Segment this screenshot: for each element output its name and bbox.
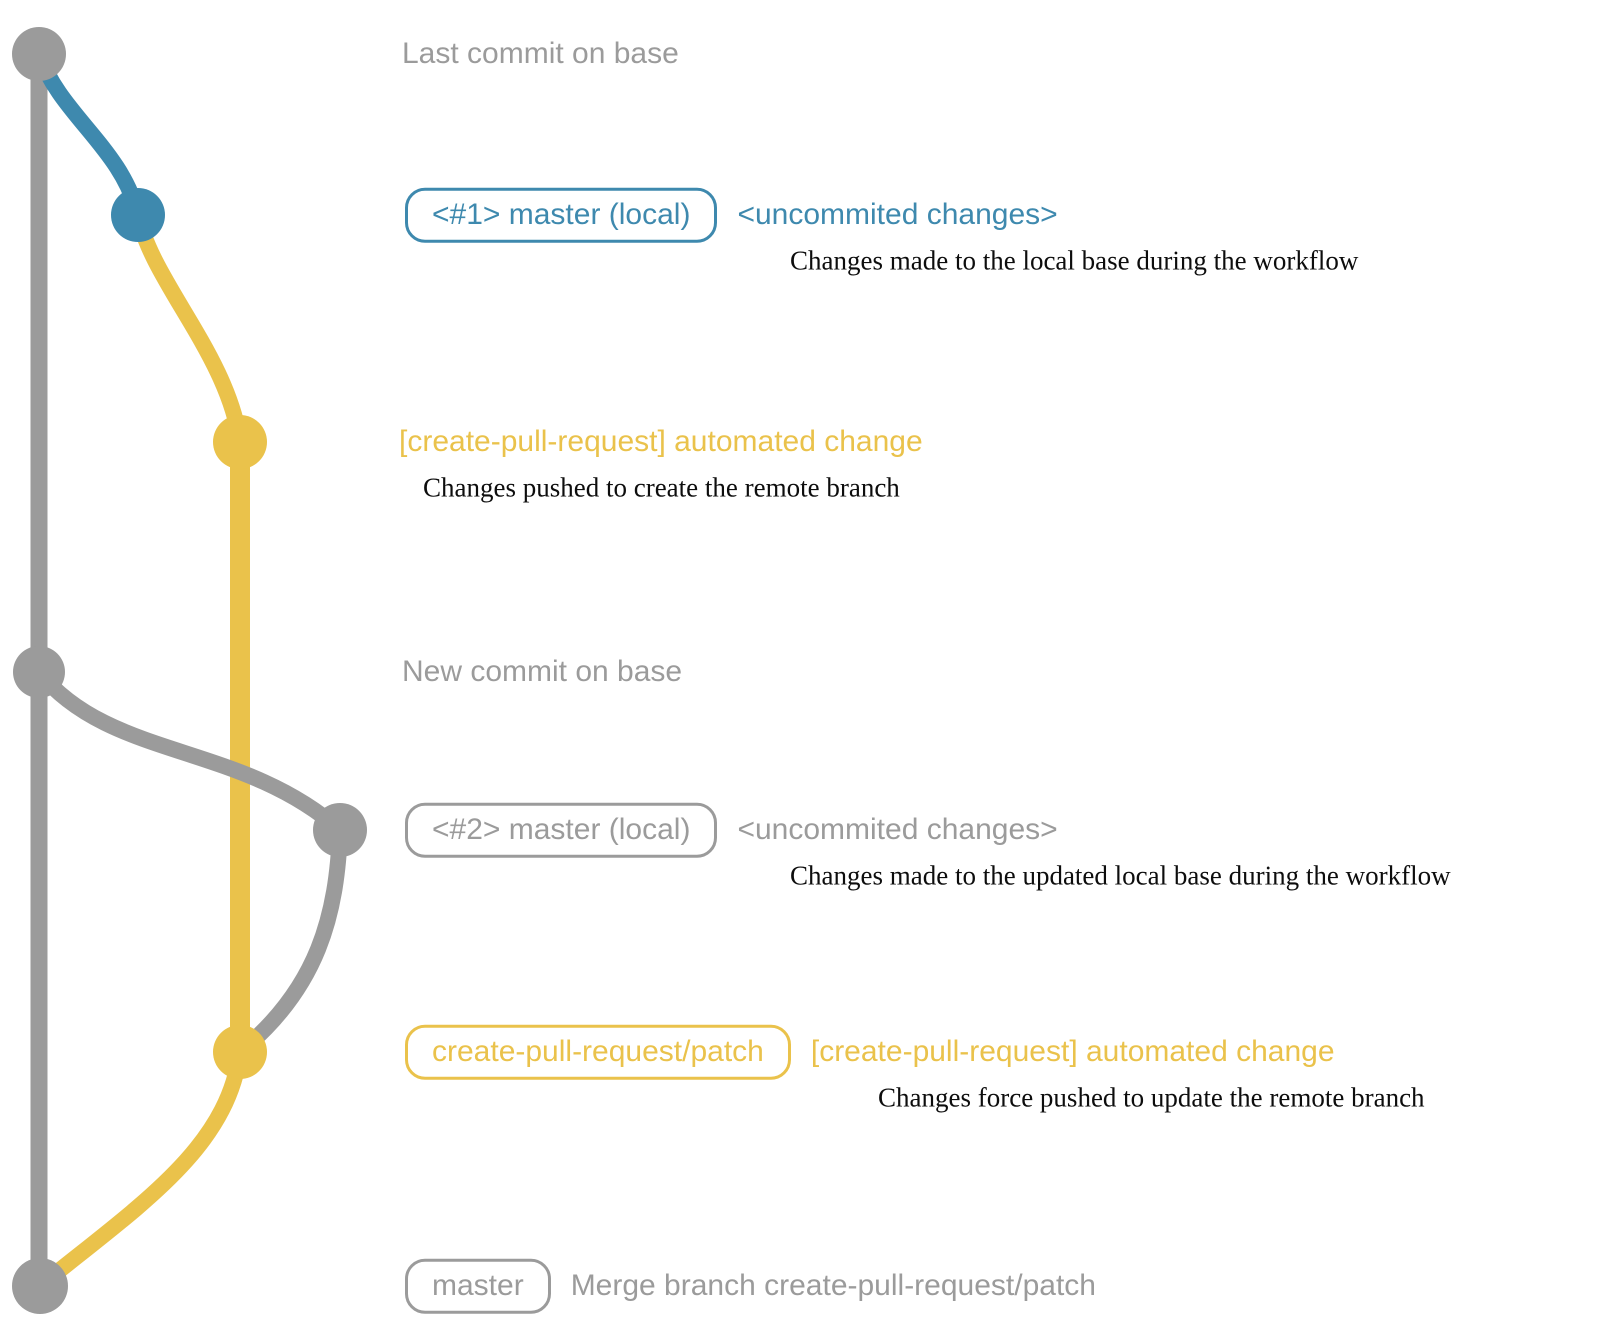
uncommitted-changes-label-2: <uncommited changes>: [737, 813, 1058, 846]
commit-1-description: Changes made to the local base during th…: [790, 245, 1359, 276]
push-1-description: Changes pushed to create the remote bran…: [423, 472, 900, 503]
commit-dot-last-base: [12, 27, 66, 81]
commit-dot-local-1: [111, 188, 165, 242]
merge-message-label: Merge branch create-pull-request/patch: [570, 1269, 1096, 1302]
row-commit-1: <#1> master (local) <uncommited changes>: [405, 187, 1058, 243]
edge-local-branch: [31, 51, 146, 218]
badge-master: master: [405, 1258, 551, 1314]
commit-dot-new-base: [13, 646, 65, 698]
edge-force-push: [234, 829, 348, 1059]
badge-master-local-2: <#2> master (local): [405, 802, 718, 858]
row-new-commit: New commit on base: [402, 655, 682, 689]
edge-updated-local-branch: [32, 666, 346, 837]
uncommitted-changes-label-1: <uncommited changes>: [737, 198, 1058, 231]
new-commit-label: New commit on base: [402, 655, 683, 688]
edge-merge-patch: [34, 1050, 248, 1293]
badge-master-local-1: <#1> master (local): [405, 187, 718, 243]
push-2-description: Changes force pushed to update the remot…: [878, 1082, 1425, 1113]
commit-2-description: Changes made to the updated local base d…: [790, 860, 1451, 891]
commit-dot-patch-1: [213, 415, 267, 469]
row-commit-2: <#2> master (local) <uncommited changes>: [405, 802, 1058, 858]
edge-patch-branch-create: [130, 213, 248, 444]
row-push-1: [create-pull-request] automated change: [399, 425, 923, 459]
commit-dot-patch-2: [213, 1025, 267, 1079]
commit-dot-local-2: [313, 803, 367, 857]
row-last-commit: Last commit on base: [402, 37, 679, 71]
row-push-2: create-pull-request/patch [create-pull-r…: [405, 1024, 1335, 1080]
automated-change-label-2: [create-pull-request] automated change: [810, 1035, 1335, 1068]
badge-patch-branch: create-pull-request/patch: [405, 1024, 791, 1080]
automated-change-label-1: [create-pull-request] automated change: [399, 425, 923, 458]
last-commit-label: Last commit on base: [402, 37, 679, 70]
row-merge: master Merge branch create-pull-request/…: [405, 1258, 1096, 1314]
commit-dot-merge: [12, 1258, 68, 1314]
